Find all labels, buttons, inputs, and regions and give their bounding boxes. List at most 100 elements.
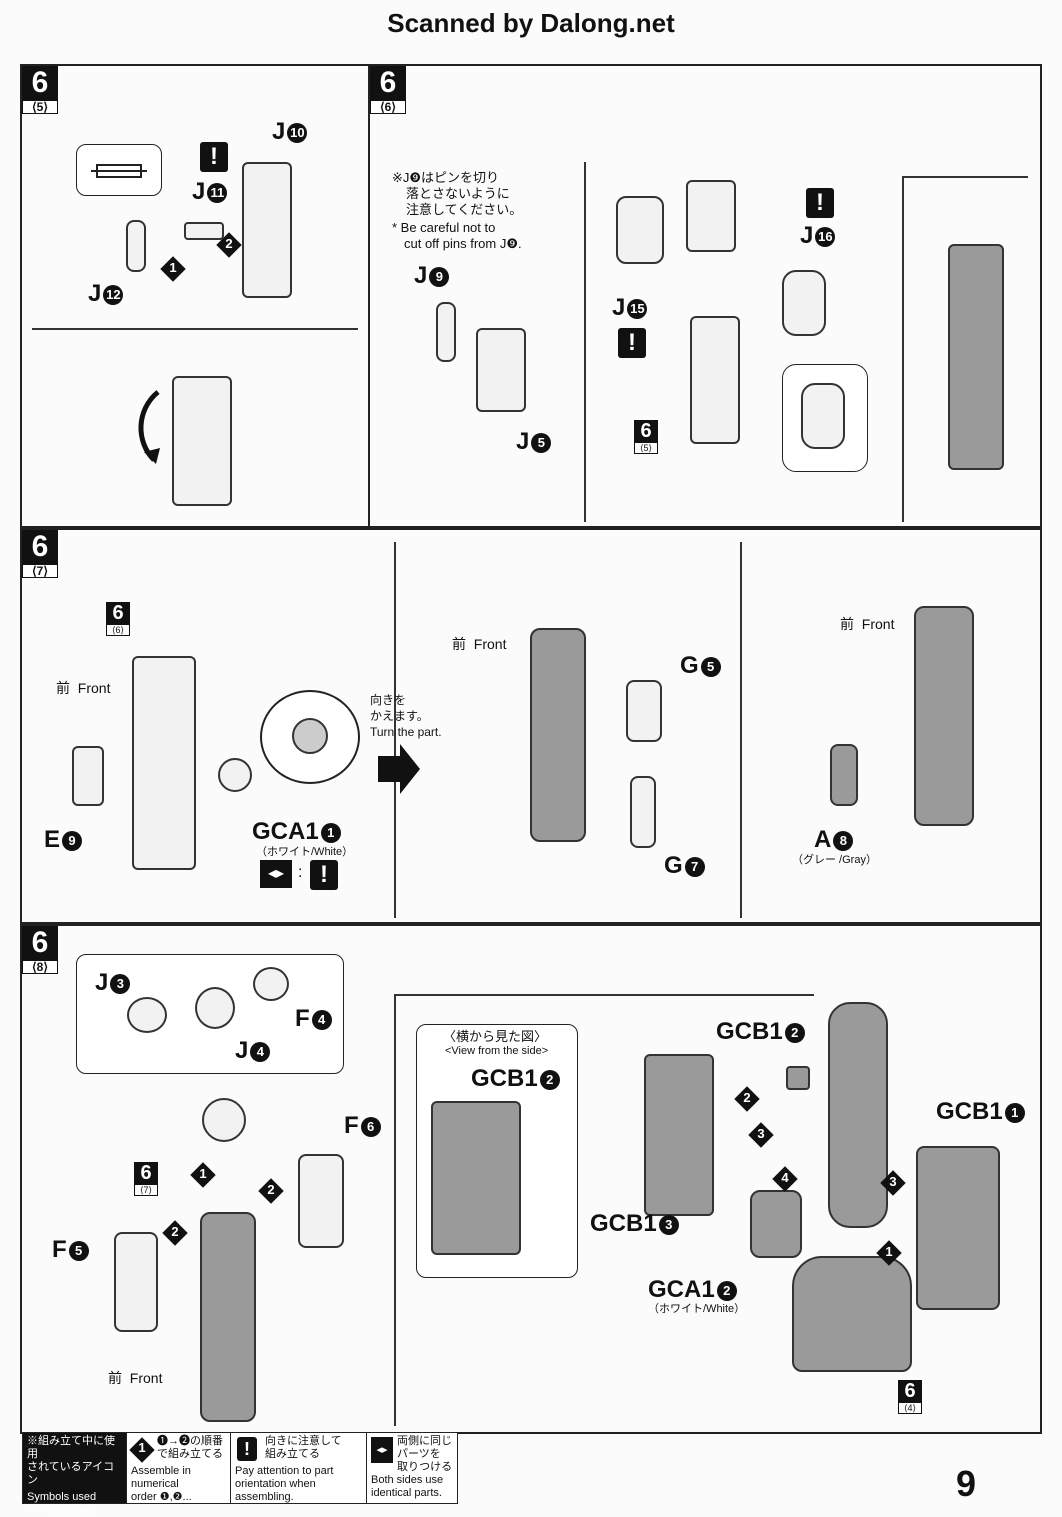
exclamation-warning-icon: ! [237, 1437, 257, 1461]
step-badge: 6 ⟨8⟩ [22, 926, 58, 974]
front-direction-label: 前 Front [840, 616, 895, 632]
symmetric-parts-icon: ◂▸ [371, 1437, 393, 1463]
exclamation-warning-icon: ! [618, 328, 646, 358]
part-gcb1-side [431, 1101, 521, 1255]
symmetric-parts-icon: ◂▸ [260, 860, 292, 888]
part-gca1 [218, 758, 252, 792]
step-order-icon-2: 2 [258, 1178, 284, 1204]
detail-bubble-gca1 [260, 690, 360, 784]
part-f6 [298, 1154, 344, 1248]
part-j5 [476, 328, 526, 412]
step-order-icon-1: 1 [876, 1240, 902, 1266]
part-g7 [630, 776, 656, 848]
exclamation-warning-icon: ! [200, 142, 228, 172]
scan-credit: Scanned by Dalong.net [387, 8, 675, 38]
ref-step-6-7: 6⟨7⟩ [134, 1162, 158, 1196]
panel-step-6-6: 6 ⟨6⟩ ※J❾はピンを切り 落とさないように 注意してください。 * Be … [368, 64, 1042, 528]
step-order-icon-2: 2 [216, 232, 242, 258]
part-leg-gray-center [828, 1002, 888, 1228]
gca1-color-note: （ホワイト/White） [256, 846, 354, 858]
part-gcb1-1 [916, 1146, 1000, 1310]
step-order-icon-4: 4 [772, 1166, 798, 1192]
part-leg-gray [200, 1212, 256, 1422]
step-badge: 6 ⟨6⟩ [370, 66, 406, 114]
part-g5 [626, 680, 662, 742]
part-leg-gray [530, 628, 586, 842]
part-j10 [242, 162, 292, 298]
exclamation-warning-icon: ! [806, 188, 834, 218]
part-j12 [126, 220, 146, 272]
side-view-title-en: <View from the side> [445, 1045, 549, 1057]
part-f5 [114, 1232, 158, 1332]
part-gca1-2 [750, 1190, 802, 1258]
step-order-icon-2: 2 [162, 1220, 188, 1246]
part-ankle-joint [202, 1098, 246, 1142]
part-leg-assembly [132, 656, 196, 870]
front-direction-label: 前 Front [56, 680, 111, 696]
rotate-arrow-icon [138, 390, 160, 464]
part-leg-gray-result [914, 606, 974, 826]
numbered-diamond-icon: 1 [129, 1437, 155, 1463]
a8-color-note: （グレー /Gray） [792, 854, 877, 866]
part-foot [792, 1256, 912, 1372]
part-gcb1-2 [786, 1066, 810, 1090]
front-direction-label: 前 Front [108, 1370, 163, 1386]
assembled-part [172, 376, 232, 506]
turn-note: 向きをかえます。Turn the part. [370, 693, 442, 739]
ref-step-6-5: 6⟨5⟩ [634, 420, 658, 454]
side-view-title-jp: 〈横から見た図〉 [443, 1029, 548, 1044]
detail-callout [76, 144, 162, 196]
part-a8 [830, 744, 858, 806]
step-order-icon-1: 1 [190, 1162, 216, 1188]
arrow-right-icon [378, 744, 420, 794]
note-en: * Be careful not to cut off pins from J❾… [392, 220, 522, 251]
ref-step-6-6: 6⟨6⟩ [106, 602, 130, 636]
page-number: 9 [955, 1463, 976, 1504]
step-order-icon-3: 3 [880, 1170, 906, 1196]
gca1-2-color-note: （ホワイト/White） [648, 1303, 746, 1315]
exclamation-warning-icon: ! [310, 860, 338, 890]
detail-callout-j16 [782, 364, 868, 472]
step-order-icon-1: 1 [160, 256, 186, 282]
part-e9 [72, 746, 104, 806]
runner-tool-icon [91, 164, 147, 178]
part-j11 [184, 222, 224, 240]
front-direction-label: 前 Front [452, 636, 507, 652]
result-leg-gray [948, 244, 1004, 470]
part-j16 [782, 270, 826, 336]
ref-step-6-4: 6⟨4⟩ [898, 1380, 922, 1414]
step-badge: 6 ⟨7⟩ [22, 530, 58, 578]
part-gcb1-3 [644, 1054, 714, 1216]
note-jp: ※J❾はピンを切り 落とさないように 注意してください。 [392, 170, 523, 217]
